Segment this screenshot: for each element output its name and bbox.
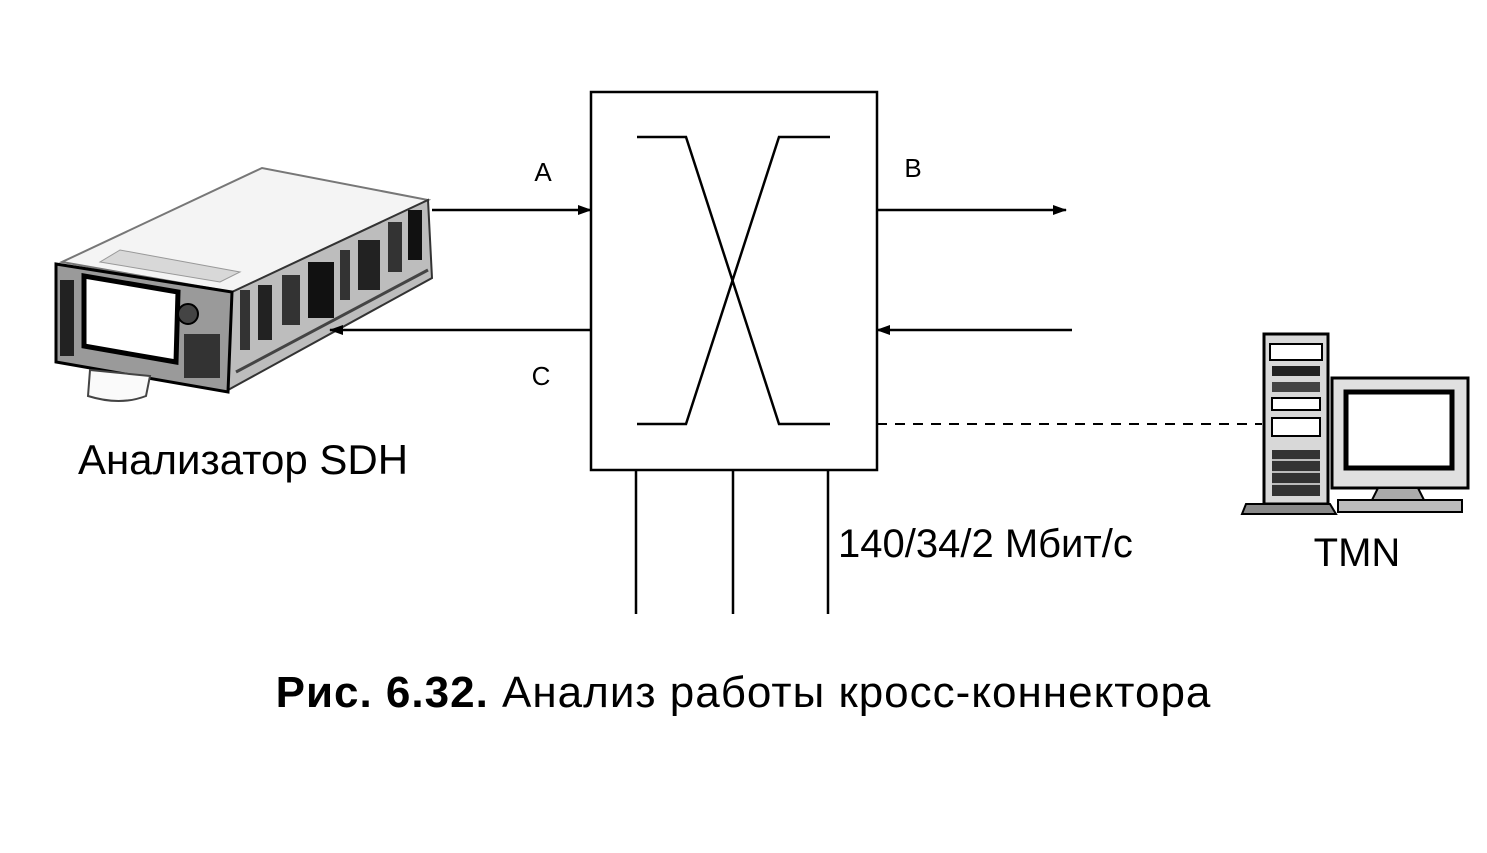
figure-caption-text: Анализ работы кросс-коннектора	[488, 668, 1212, 717]
figure-number: Рис. 6.32.	[275, 668, 489, 717]
port-label-b: B	[904, 153, 921, 183]
cross-connect-box	[589, 90, 879, 472]
cross-connect-symbol	[637, 135, 830, 426]
port-label-c: C	[532, 361, 551, 391]
rate-label: 140/34/2 Мбит/с	[838, 522, 1133, 566]
port-label-a: A	[534, 157, 552, 187]
tributary-lines	[634, 470, 830, 614]
sdh-analyzer-icon	[54, 166, 434, 402]
tmn-computer-icon	[1240, 332, 1470, 515]
analyzer-label: Анализатор SDH	[78, 436, 408, 483]
tmn-label: TMN	[1314, 531, 1401, 575]
figure-caption: Рис. 6.32. Анализ работы кросс-коннектор…	[0, 668, 1487, 718]
